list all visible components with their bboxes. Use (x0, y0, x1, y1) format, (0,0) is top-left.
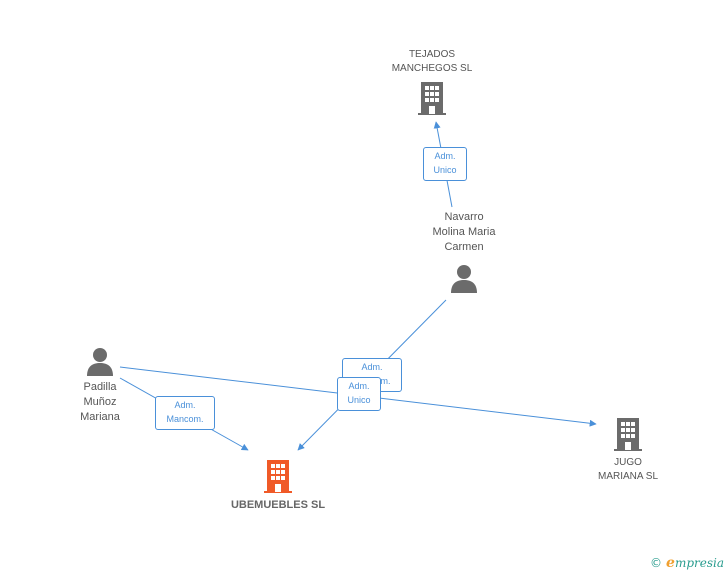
copyright-icon: © (650, 556, 663, 570)
node-label: TEJADOS MANCHEGOS SL (391, 49, 473, 74)
brand-footer: ©empresia (650, 555, 724, 571)
building-icon (264, 460, 292, 493)
node-tejados[interactable]: TEJADOS MANCHEGOS SL (382, 48, 482, 116)
node-label: Navarro Molina Maria Carmen (432, 211, 496, 253)
node-ubemuebles[interactable]: UBEMUEBLES SL (218, 458, 338, 513)
relation-badge-padilla-ubemuebles[interactable]: Adm. Mancom. (155, 396, 215, 430)
brand-logo-initial: e (666, 555, 675, 571)
node-label: JUGO MARIANA SL (597, 457, 659, 482)
node-label: UBEMUEBLES SL (230, 499, 326, 511)
node-padilla[interactable]: Padilla Muñoz Mariana (60, 346, 140, 425)
person-icon (87, 348, 113, 376)
relation-badge-navarro-tejados[interactable]: Adm. Unico (423, 147, 467, 181)
node-navarro[interactable]: Navarro Molina Maria Carmen (414, 210, 514, 293)
brand-logo-text: mpresia (674, 556, 724, 570)
building-icon (614, 418, 642, 451)
relation-badge-padilla-jugo[interactable]: Adm. Unico (337, 377, 381, 411)
person-icon (451, 265, 477, 293)
node-label: Padilla Muñoz Mariana (80, 381, 120, 423)
node-jugo[interactable]: JUGO MARIANA SL (580, 416, 676, 484)
building-icon (418, 82, 446, 115)
